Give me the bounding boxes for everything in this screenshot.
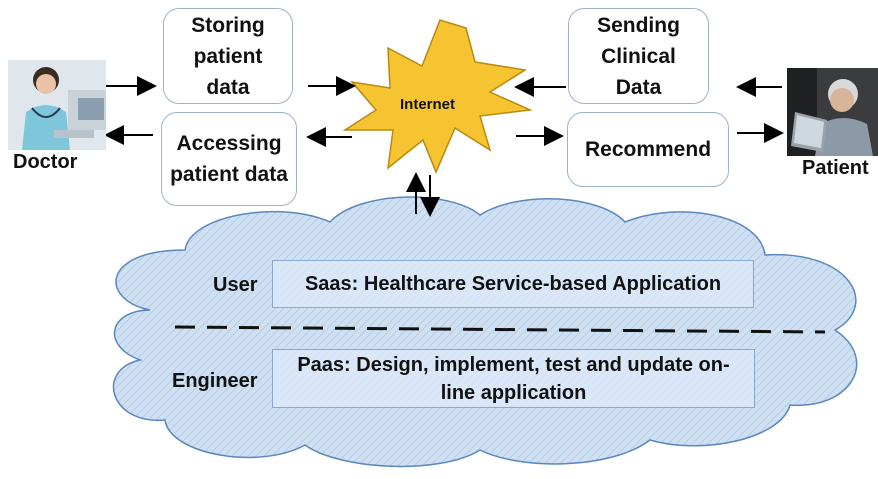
doctor-icon (8, 60, 106, 150)
saas-layer-box: Saas: Healthcare Service-based Applicati… (272, 260, 754, 308)
layer-divider (174, 325, 826, 334)
sending-clinical-data-text: Sending Clinical Data (597, 13, 680, 99)
internet-label: Internet (400, 96, 456, 113)
recommend-box: Recommend (567, 112, 729, 187)
doctor-label: Doctor (13, 151, 78, 173)
sending-clinical-data-box: Sending Clinical Data (568, 8, 709, 104)
accessing-patient-data-text: Accessing patient data (170, 132, 288, 186)
engineer-role-label: Engineer (172, 370, 258, 392)
storing-patient-data-box: Storing patient data (163, 8, 293, 104)
patient-icon (787, 68, 878, 156)
recommend-text: Recommend (584, 138, 712, 161)
saas-layer-text: Saas: Healthcare Service-based Applicati… (304, 273, 722, 295)
user-role-label: User (213, 274, 258, 296)
internet-starburst (342, 19, 533, 174)
cloud-shape (112, 196, 858, 468)
storing-patient-data-text: Storing patient data (191, 13, 265, 99)
paas-layer-text: Paas: Design, implement, test and update… (297, 353, 730, 404)
accessing-patient-data-box: Accessing patient data (161, 112, 297, 206)
patient-label: Patient (802, 157, 869, 179)
paas-layer-box: Paas: Design, implement, test and update… (272, 349, 755, 408)
